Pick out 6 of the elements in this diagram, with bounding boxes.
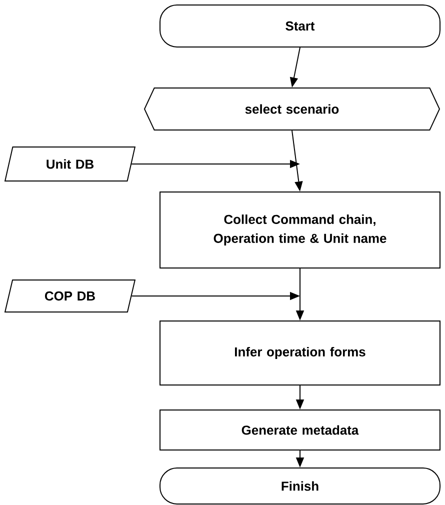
process-box: Collect Command chain, Operation time & Unit name: [160, 192, 440, 268]
terminal-box: Finish: [160, 468, 440, 504]
process-box: Generate metadata: [160, 410, 440, 450]
process-box: Infer operation forms: [160, 320, 440, 386]
decision-hexagon: select scenario: [144, 88, 440, 130]
terminal-box: Start: [160, 4, 440, 48]
